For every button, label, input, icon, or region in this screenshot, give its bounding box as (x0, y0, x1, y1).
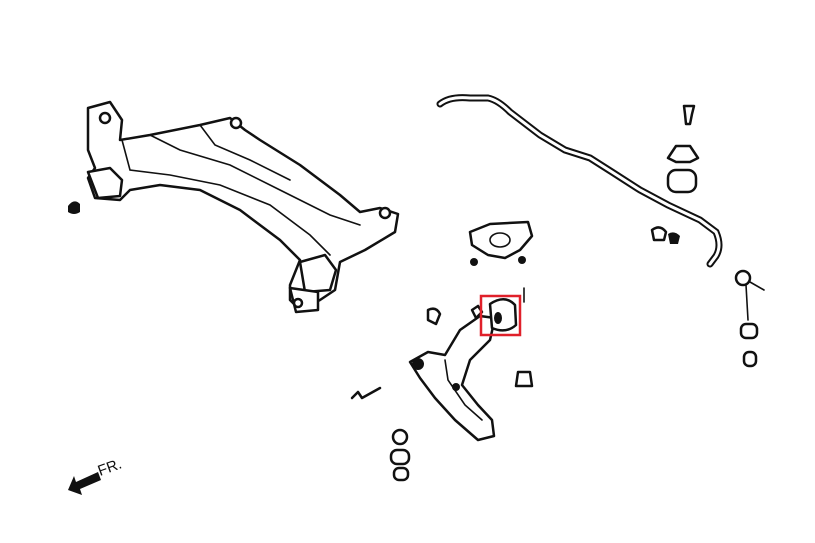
stabilizer-bar (436, 94, 723, 268)
direction-label: FR. (96, 456, 125, 480)
bolt-and-bushings (350, 386, 411, 482)
front-direction-indicator: FR. (68, 456, 124, 495)
stabilizer-bushing-set (650, 104, 700, 244)
stabilizer-link (734, 269, 765, 368)
arrow-left-icon (68, 472, 101, 495)
highlight-box (479, 294, 522, 337)
front-subframe (86, 100, 400, 314)
strut-mount-plate (468, 220, 534, 266)
mount-bushing (68, 201, 80, 214)
lower-control-arm (408, 287, 534, 442)
